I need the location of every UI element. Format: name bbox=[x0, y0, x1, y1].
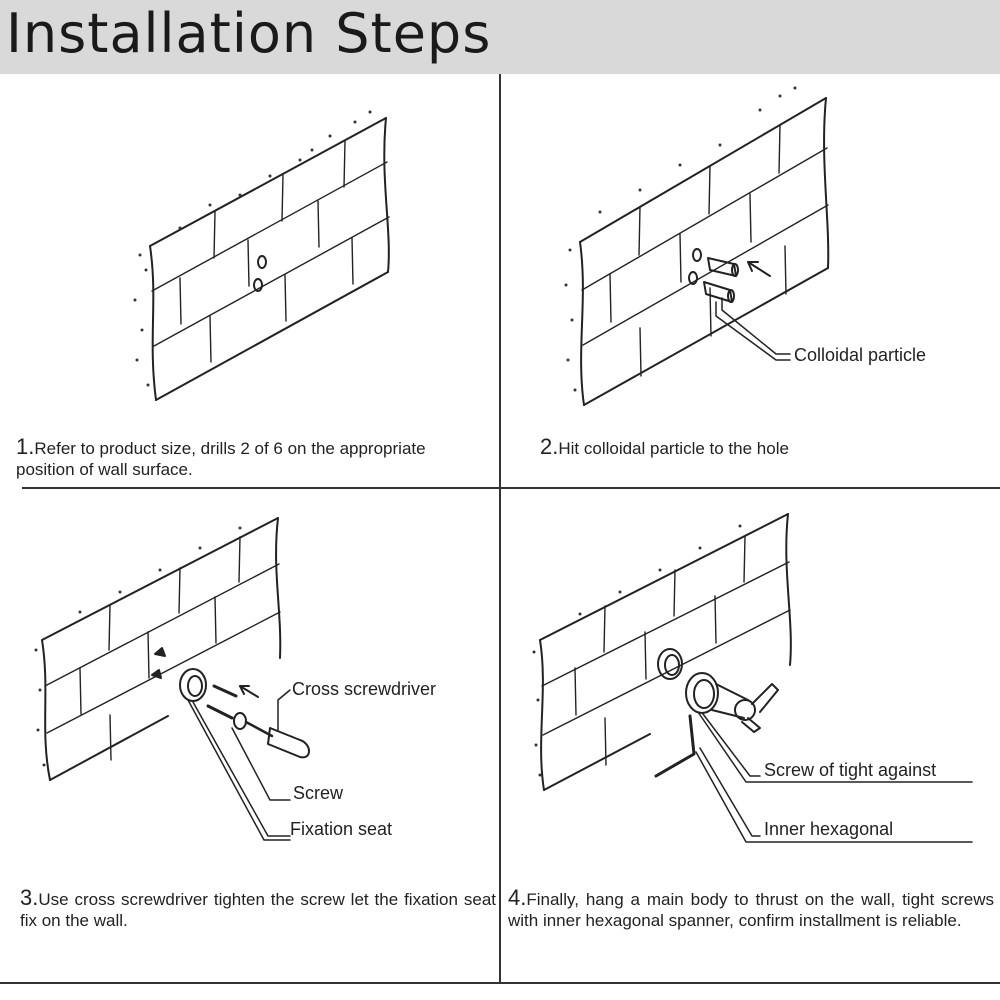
main-body-shape bbox=[685, 672, 779, 733]
label-screw-of-tight-against: Screw of tight against bbox=[764, 760, 937, 780]
wall-texture-dots bbox=[34, 86, 797, 777]
label-cross-screwdriver: Cross screwdriver bbox=[292, 679, 437, 699]
step-number: 1. bbox=[16, 434, 35, 459]
wall-panel-1 bbox=[149, 117, 390, 401]
divider-bottom bbox=[0, 982, 1000, 984]
step-text: Finally, hang a main body to thrust on t… bbox=[508, 890, 994, 930]
fixation-seat-shape bbox=[179, 668, 207, 702]
page-title: Installation Steps bbox=[6, 2, 492, 65]
step-number: 4. bbox=[508, 885, 527, 910]
label-inner-hexagonal: Inner hexagonal bbox=[764, 819, 894, 839]
step-number: 3. bbox=[20, 885, 39, 910]
drill-hole bbox=[257, 255, 267, 269]
step-text: Refer to product size, drills 2 of 6 on … bbox=[16, 439, 426, 479]
step-4-caption: 4.Finally, hang a main body to thrust on… bbox=[508, 887, 994, 931]
label-screw: Screw bbox=[293, 783, 344, 803]
step-text: Use cross screwdriver tighten the screw … bbox=[20, 890, 496, 930]
step-2-caption: 2.Hit colloidal particle to the hole bbox=[540, 436, 980, 459]
divider-middle bbox=[22, 487, 1000, 489]
label-fixation-seat: Fixation seat bbox=[290, 819, 393, 839]
wall-panel-2 bbox=[579, 97, 830, 406]
colloidal-particle-shapes bbox=[703, 257, 739, 303]
title-bar: Installation Steps bbox=[0, 0, 1000, 74]
divider-vertical bbox=[499, 74, 501, 982]
step-text: Hit colloidal particle to the hole bbox=[558, 439, 789, 458]
label-colloidal-particle: Colloidal particle bbox=[794, 345, 927, 365]
screwdriver-shape bbox=[233, 712, 310, 759]
step-3-caption: 3.Use cross screwdriver tighten the scre… bbox=[20, 887, 496, 931]
wall-panel-4 bbox=[539, 513, 973, 843]
step-1-caption: 1.Refer to product size, drills 2 of 6 o… bbox=[16, 436, 486, 480]
drill-hole bbox=[253, 278, 263, 292]
wall-panel-3 bbox=[41, 517, 310, 841]
step-number: 2. bbox=[540, 434, 559, 459]
